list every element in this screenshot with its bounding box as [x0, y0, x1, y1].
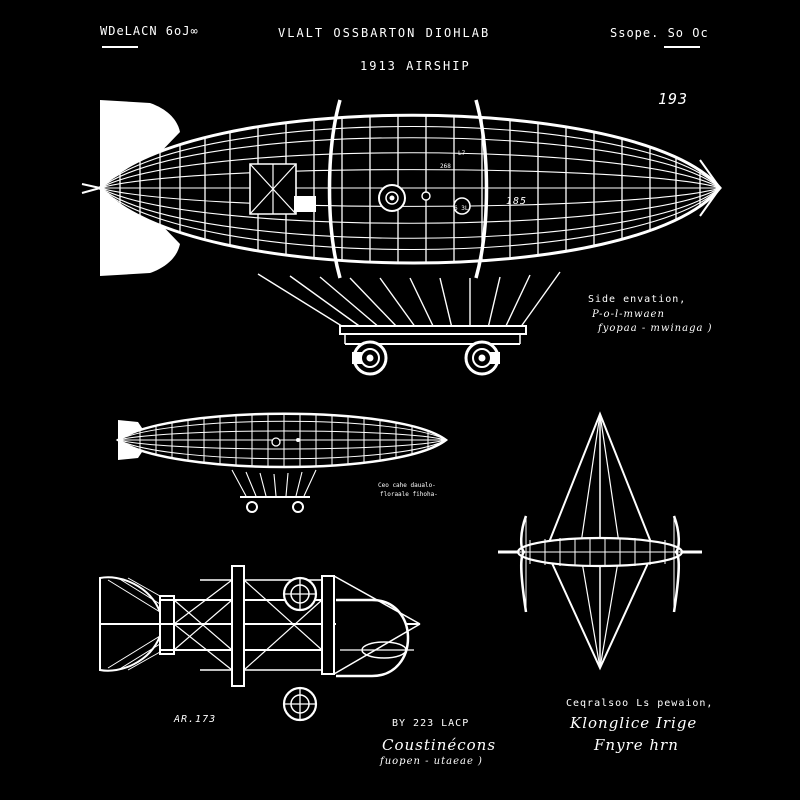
header-center-text: VLALT OSSBARTON DIOHLAB [278, 26, 491, 40]
figure-number: 193 [658, 90, 689, 108]
dim-label-185: 185 [506, 196, 528, 207]
top-view-drawing [498, 414, 702, 668]
page-title: 1913 AIRSHIP [360, 59, 471, 73]
side-view-caption-line2: P-o-l-mwaen [592, 309, 665, 320]
bottom-right-signature-line2: Fnyre hrn [594, 736, 679, 754]
upper-tail-fin [100, 100, 180, 188]
bottom-right-signature-line1: Klonglice Irige [570, 714, 698, 732]
small-view-caption-line1: Ceo cahe daualo- [378, 482, 436, 489]
side-elevation-airship [82, 100, 720, 374]
lower-tail-fin [100, 188, 180, 276]
dim-label-l7: L7 [458, 150, 466, 157]
side-view-caption-line3: fyopaa - mwinaga ) [598, 323, 713, 334]
plan-view-ref-label: AR.173 [174, 714, 217, 725]
small-view-caption-line2: floraale fihoha- [380, 491, 438, 498]
side-view-caption: Side envation, [588, 294, 687, 305]
header-left-underline [102, 46, 138, 48]
hull-longitudinals [100, 126, 720, 249]
dim-label-63l: 6 3L [454, 205, 469, 212]
bottom-left-signature-line: fuopen - utaeae ) [380, 756, 483, 767]
dim-label-268: 268 [440, 163, 451, 170]
bottom-left-signature-title: BY 223 LACP [392, 718, 470, 729]
header-left-text: WDeLACN 6oJ∞ [100, 24, 199, 38]
header-right-underline [664, 46, 700, 48]
bottom-left-signature: Coustinécons [382, 736, 497, 754]
header-right-text: Ssope. So Oc [610, 26, 709, 40]
plan-view-drawing [100, 566, 420, 720]
top-view-caption: Ceqralsoo Ls pewaion, [566, 698, 714, 709]
